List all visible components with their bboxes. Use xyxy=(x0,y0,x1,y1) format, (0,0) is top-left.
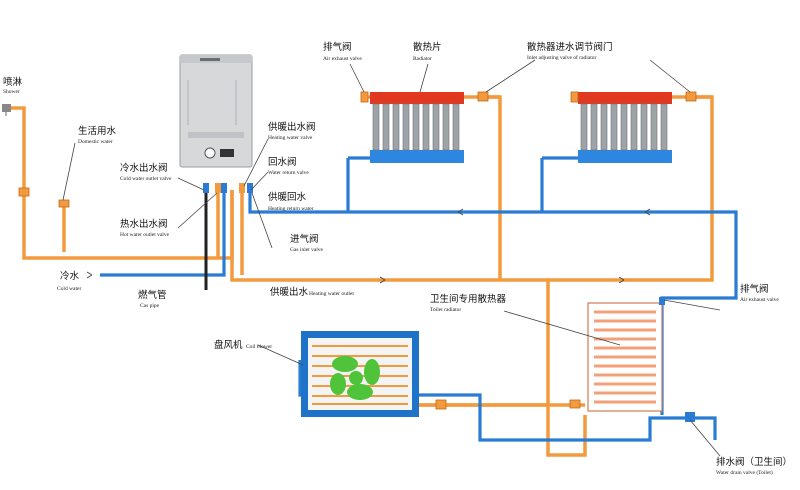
label-radiator: 散热片 Radiator xyxy=(413,41,442,62)
inlet-valve-radiator-1[interactable] xyxy=(477,91,489,102)
label-heating-water-valve: 供暖出水阀 Heating water valve xyxy=(268,121,316,141)
label-heating-water-outlet: 供暖出水 Heating water outlet xyxy=(270,286,354,298)
boiler-valve-2[interactable] xyxy=(215,183,221,193)
shower-valve[interactable] xyxy=(18,187,30,197)
svg-text:Heating water outlet: Heating water outlet xyxy=(309,291,354,297)
toilet-inlet-valve[interactable] xyxy=(569,399,581,409)
boiler-valve-3[interactable] xyxy=(221,183,227,193)
label-toilet-radiator: 卫生间专用散热器 Toilet radiator xyxy=(430,293,507,313)
boiler-display xyxy=(220,149,234,157)
exhaust-valve-radiator-1[interactable] xyxy=(360,91,369,103)
domestic-valve[interactable] xyxy=(58,199,70,208)
label-heating-return-water: 供暖回水 Heating return water xyxy=(268,191,314,212)
svg-text:喷淋: 喷淋 xyxy=(3,76,23,88)
svg-text:回水阀: 回水阀 xyxy=(268,156,297,168)
boiler-valve-5[interactable] xyxy=(247,183,253,193)
svg-text:Cold water outlet valve: Cold water outlet valve xyxy=(120,176,172,182)
svg-text:冷水出水阀: 冷水出水阀 xyxy=(120,162,168,174)
svg-text:Shower: Shower xyxy=(3,89,20,95)
svg-text:Coil blower: Coil blower xyxy=(246,344,272,350)
radiator1-supply xyxy=(478,95,502,280)
shower-head-icon xyxy=(2,104,11,116)
svg-text:进气阀: 进气阀 xyxy=(290,233,319,245)
svg-text:Water return valve: Water return valve xyxy=(268,170,309,176)
arrow-return-2 xyxy=(644,208,651,216)
label-hot-water-outlet-valve: 热水出水阀 Hot water outlet valve xyxy=(120,218,170,238)
cold-inlet-pipe xyxy=(100,185,226,277)
svg-text:Domestic water: Domestic water xyxy=(78,139,113,145)
svg-text:供暖出水: 供暖出水 xyxy=(270,286,309,298)
exhaust-valve-radiator-2[interactable] xyxy=(570,91,579,103)
svg-text:供暖出水阀: 供暖出水阀 xyxy=(268,121,316,133)
svg-text:Air exhaust valve: Air exhaust valve xyxy=(740,297,779,303)
arrow-cold xyxy=(86,271,93,279)
svg-text:Water drain valve (Toilet): Water drain valve (Toilet) xyxy=(716,469,773,476)
svg-text:盘风机: 盘风机 xyxy=(214,339,243,351)
flow-arrows xyxy=(86,208,651,284)
label-gas-inlet-valve: 进气阀 Gas inlet valve xyxy=(290,233,324,253)
boiler-valve-1[interactable] xyxy=(203,183,209,193)
coil-blower-unit xyxy=(301,331,419,417)
wall-boiler xyxy=(179,54,253,193)
toilet-radiator-unit xyxy=(587,302,663,412)
label-domestic-water: 生活用水 Domestic water xyxy=(78,125,117,145)
leader-lines xyxy=(62,59,721,457)
arrow-supply-2 xyxy=(618,276,625,284)
svg-text:Radiator: Radiator xyxy=(413,56,432,62)
svg-text:Heating water valve: Heating water valve xyxy=(268,135,313,141)
drain-loop xyxy=(690,416,717,440)
svg-text:Heating return water: Heating return water xyxy=(268,206,314,212)
blower-valve[interactable] xyxy=(435,399,447,410)
drain-valve[interactable] xyxy=(685,412,695,422)
svg-text:Cas pipe: Cas pipe xyxy=(140,303,160,309)
radiator-1 xyxy=(370,92,464,163)
svg-text:供暖回水: 供暖回水 xyxy=(268,191,307,203)
bottom-return xyxy=(298,360,690,442)
label-cold-water-outlet-valve: 冷水出水阀 Cold water outlet valve xyxy=(120,162,172,182)
label-water-drain-valve: 排水阀（卫生间） Water drain valve (Toilet) xyxy=(716,456,792,476)
svg-text:排水阀（卫生间）: 排水阀（卫生间） xyxy=(716,456,792,468)
label-water-return-valve: 回水阀 Water return valve xyxy=(268,156,309,176)
svg-text:排气阀: 排气阀 xyxy=(740,283,769,295)
label-cold-water: 冷水 Cold water xyxy=(57,270,81,292)
inlet-valve-radiator-2[interactable] xyxy=(685,91,697,102)
boiler-knob[interactable] xyxy=(204,147,216,159)
svg-text:Inlet adjusting valve of radia: Inlet adjusting valve of radiator xyxy=(527,54,597,61)
svg-text:排气阀: 排气阀 xyxy=(323,41,352,53)
label-coil-blower: 盘风机 Coil blower xyxy=(214,339,272,351)
svg-text:热水出水阀: 热水出水阀 xyxy=(120,218,168,230)
svg-text:燃气管: 燃气管 xyxy=(138,289,167,301)
arrow-return-1 xyxy=(457,208,464,216)
toilet-exhaust-valve[interactable] xyxy=(659,297,665,305)
svg-text:卫生间专用散热器: 卫生间专用散热器 xyxy=(430,293,507,305)
svg-text:散热器进水调节阀门: 散热器进水调节阀门 xyxy=(527,41,613,53)
svg-text:Air exhaust valve: Air exhaust valve xyxy=(323,56,362,62)
label-air-exhaust-valve-top: 排气阀 Air exhaust valve xyxy=(323,41,362,62)
svg-text:散热片: 散热片 xyxy=(413,41,442,53)
radiator-2 xyxy=(578,92,672,163)
heating-supply-pipe xyxy=(230,190,587,457)
arrow-supply-1 xyxy=(379,276,386,284)
heating-supply-vertical xyxy=(548,95,714,282)
label-inlet-adjusting-valve: 散热器进水调节阀门 Inlet adjusting valve of radia… xyxy=(527,41,613,61)
svg-text:生活用水: 生活用水 xyxy=(78,125,117,137)
label-shower: 喷淋 Shower xyxy=(3,76,23,95)
svg-text:Gas inlet valve: Gas inlet valve xyxy=(290,247,324,253)
fan-icon xyxy=(330,356,380,400)
svg-text:冷水: 冷水 xyxy=(60,270,80,282)
svg-text:Toilet radiator: Toilet radiator xyxy=(430,307,461,313)
boiler-valve-4[interactable] xyxy=(239,183,245,193)
svg-text:Cold water: Cold water xyxy=(57,286,81,292)
label-air-exhaust-valve-right: 排气阀 Air exhaust valve xyxy=(740,283,779,303)
svg-text:Hot water outlet valve: Hot water outlet valve xyxy=(120,232,170,238)
label-gas-pipe: 燃气管 Cas pipe xyxy=(138,289,167,309)
